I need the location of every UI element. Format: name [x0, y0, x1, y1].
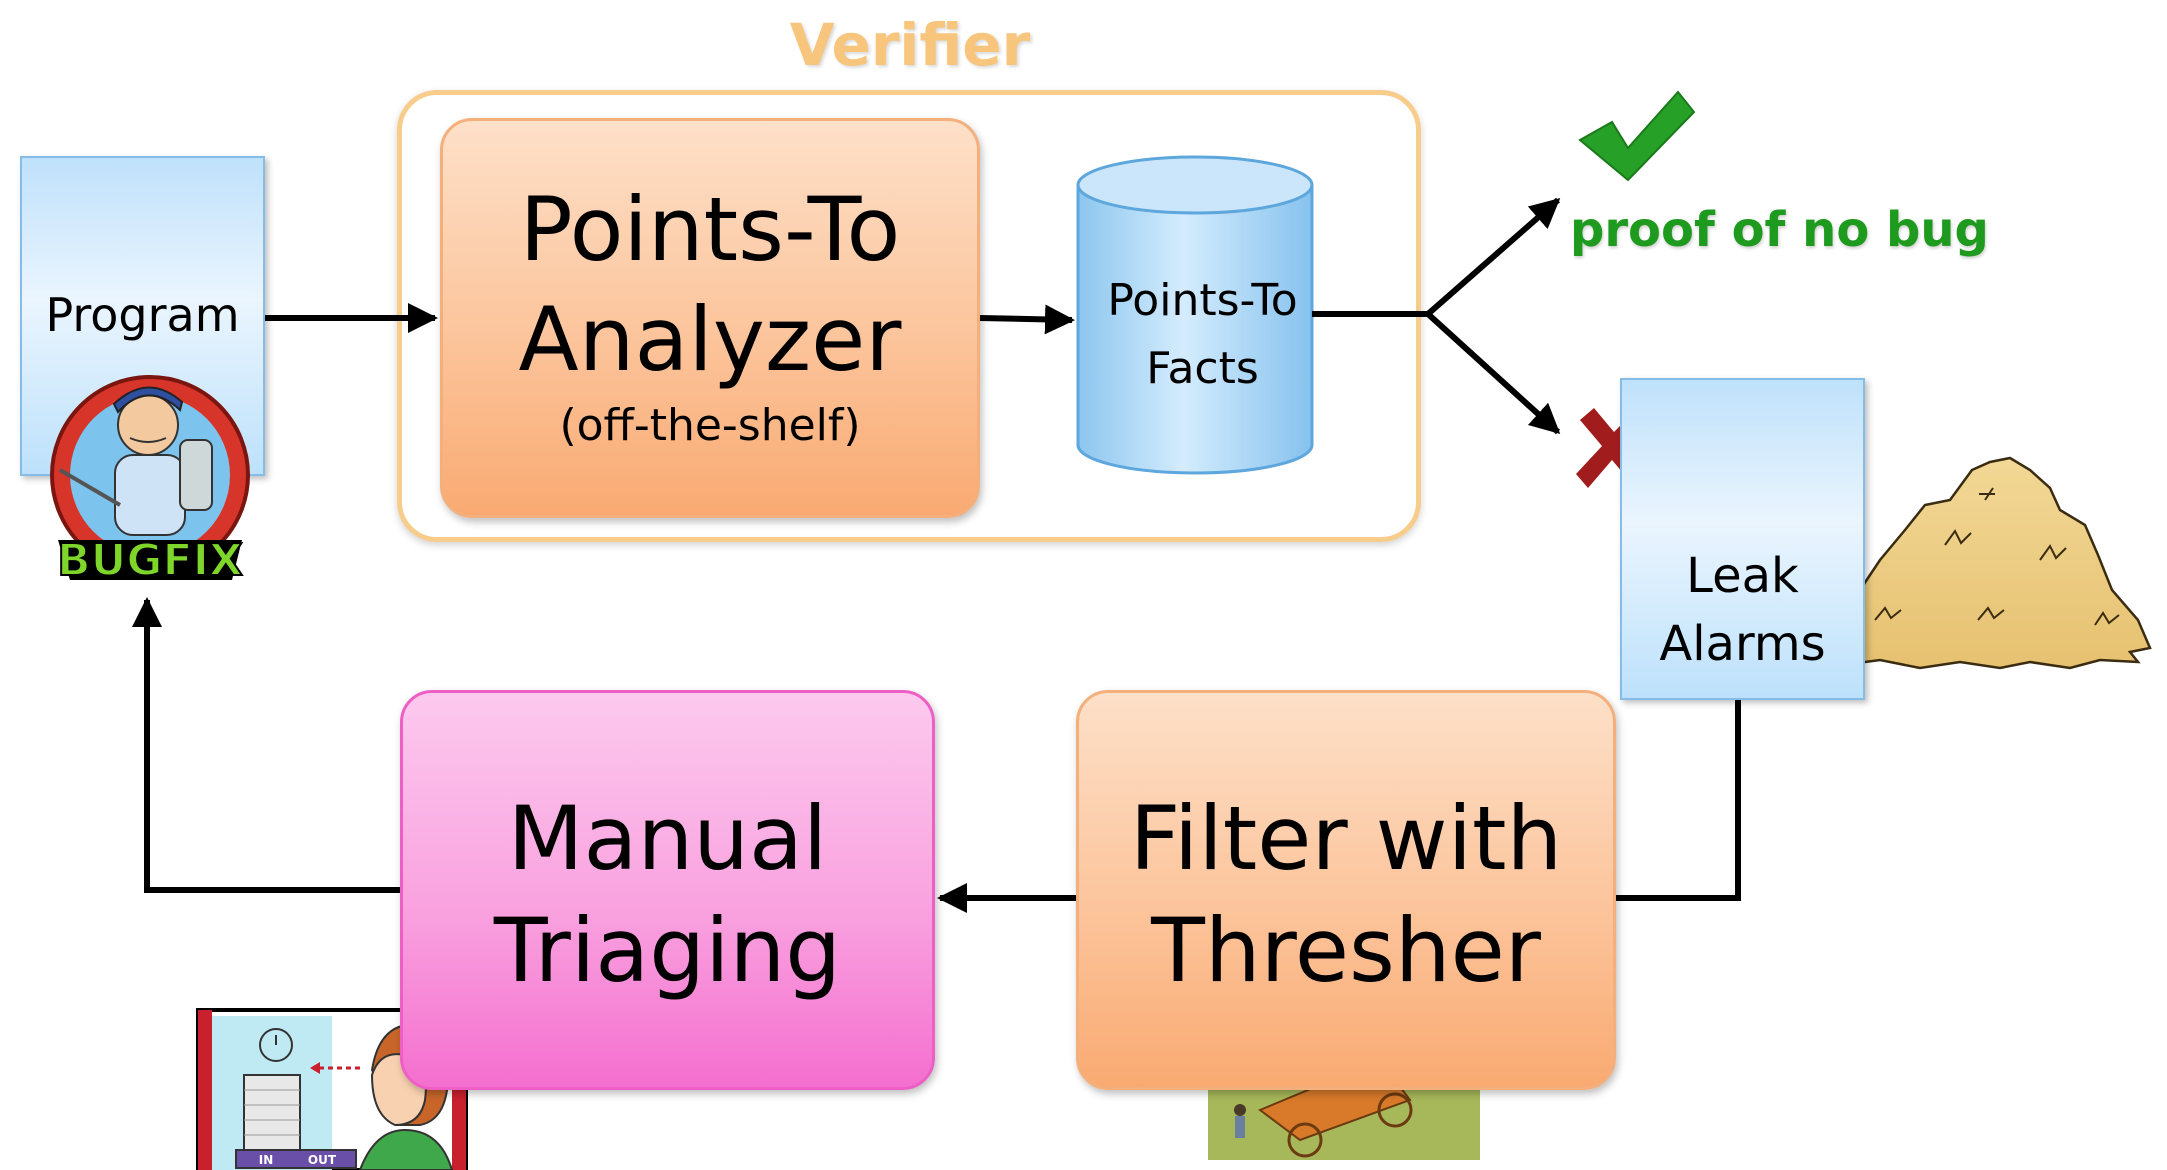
- leak-label-line1: Leak: [1686, 548, 1799, 604]
- arrow-to-leak-alarms: [1425, 311, 1561, 435]
- out-tray-label: OUT: [308, 1153, 337, 1167]
- arrow-analyzer-to-facts: [979, 304, 1075, 335]
- manual-triaging-node: [400, 690, 935, 1090]
- leak-label-line2: Alarms: [1659, 616, 1826, 672]
- points-to-facts-node: [1076, 155, 1314, 475]
- analyzer-subtitle: (off-the-shelf): [559, 399, 861, 451]
- filter-with-thresher-node: [1076, 690, 1616, 1090]
- analyzer-title: Points-To Analyzer: [440, 175, 980, 395]
- leak-alarms-label: Leak Alarms: [1620, 540, 1865, 680]
- facts-label-line2: Facts: [1146, 343, 1259, 394]
- analyzer-title-line2: Analyzer: [518, 288, 902, 391]
- arrow-leak-to-thresher: [1616, 700, 1741, 901]
- points-to-analyzer-node: [440, 118, 980, 518]
- triage-label-line1: Manual: [507, 787, 828, 890]
- points-to-facts-label: Points-To Facts: [1075, 265, 1330, 405]
- bugfix-mascot-icon: BUGFIX: [50, 375, 250, 587]
- facts-label-line1: Points-To: [1107, 275, 1298, 326]
- arrow-triage-to-program: [132, 597, 400, 893]
- triage-label-line2: Triaging: [493, 899, 842, 1002]
- verifier-title: Verifier: [789, 11, 1031, 79]
- leak-alarms-node: [1620, 378, 1865, 700]
- in-tray-label: IN: [259, 1153, 274, 1167]
- arrow-to-proof: [1426, 197, 1561, 317]
- proof-of-no-bug-label: proof of no bug: [1570, 202, 1989, 258]
- manual-triaging-label: Manual Triaging: [400, 780, 935, 1010]
- thresher-label-line2: Thresher: [1151, 899, 1541, 1002]
- check-icon: [1578, 90, 1696, 182]
- thresher-label-line1: Filter with: [1129, 787, 1563, 890]
- program-label: Program: [45, 288, 240, 342]
- filter-with-thresher-label: Filter with Thresher: [1076, 780, 1616, 1010]
- bugfix-logo-text: BUGFIX: [57, 535, 243, 586]
- analyzer-title-line1: Points-To: [519, 178, 901, 281]
- haystack-icon: [1818, 456, 2152, 670]
